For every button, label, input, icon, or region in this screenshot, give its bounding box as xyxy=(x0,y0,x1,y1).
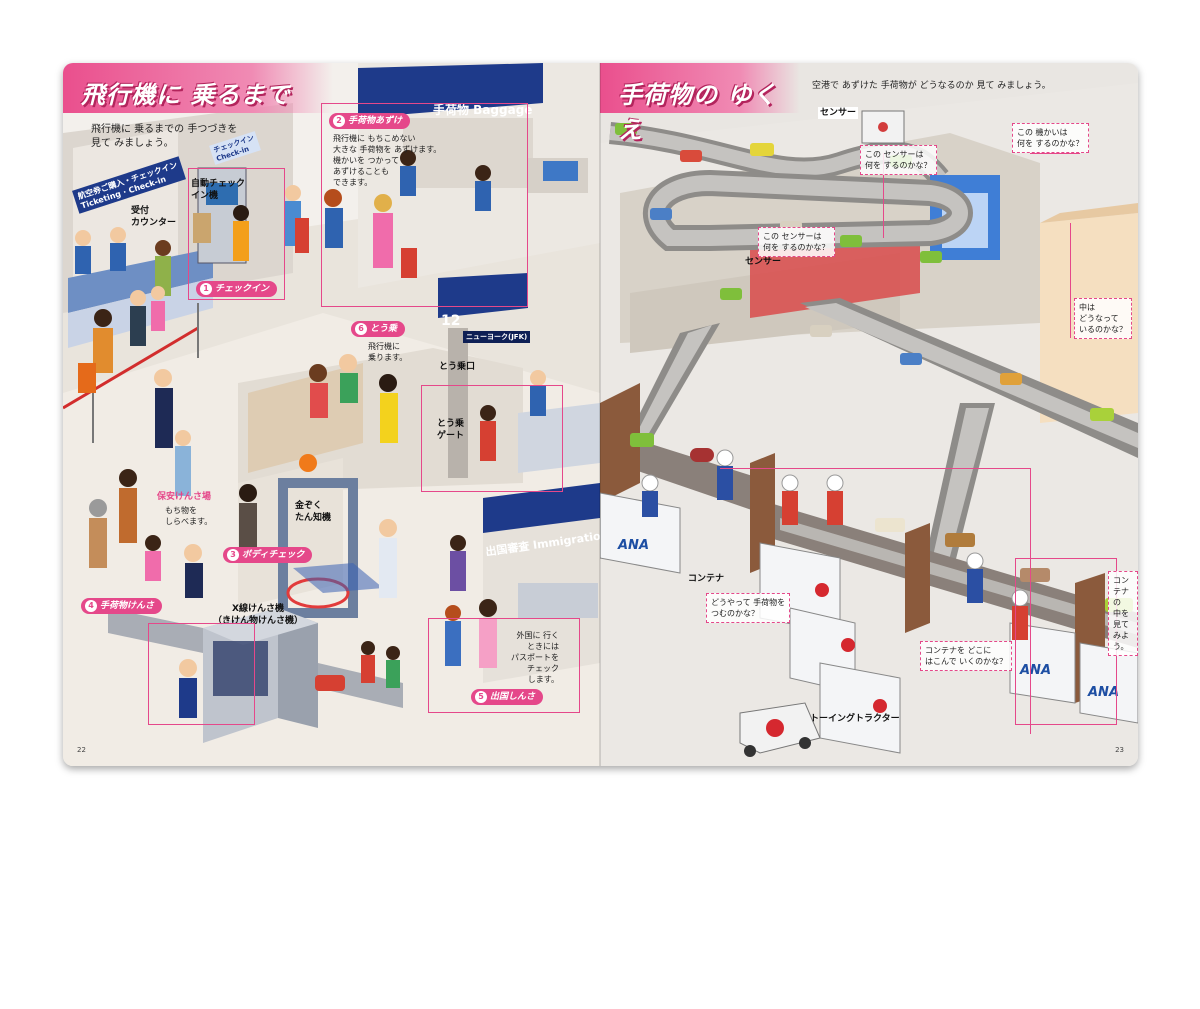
left-page-title: 飛行機に 乗るまで xyxy=(81,81,291,109)
container-shapes xyxy=(600,492,1138,754)
counter-label: 受付 カウンター xyxy=(131,206,177,228)
auto-checkin-label: 自動チェック イン機 xyxy=(191,179,246,201)
ana-logo-1: ANA xyxy=(618,538,650,553)
left-intro: 飛行機に 乗るまでの 手つづきを 見て みましょう。 xyxy=(91,124,238,149)
ana-logo-2: ANA xyxy=(1020,663,1052,678)
security-note: もち物を しらべます。 xyxy=(165,506,213,526)
gate-board: ニューヨーク(JFK) xyxy=(463,331,531,343)
container-look-frame xyxy=(1015,558,1117,725)
question-inside: 中は どうなって いるのかな？ xyxy=(1074,298,1132,339)
airport-terminal-illustration xyxy=(63,63,600,766)
xray-label: X線けんさ機 （きけん物けんさ機） xyxy=(213,604,304,626)
baggage-frame xyxy=(321,103,528,307)
left-page-number: 22 xyxy=(77,746,86,754)
immigration-desc: 外国に 行く ときには パスポートを チェック します。 xyxy=(511,631,559,684)
right-title-banner: 手荷物の ゆくえ xyxy=(600,63,800,144)
question-load: どうやって 手荷物を つむのかな？ xyxy=(706,593,791,623)
boarding-frame xyxy=(421,385,563,492)
gate-number: 12 xyxy=(441,313,461,329)
metal-detector-label: 金ぞく たん知機 xyxy=(295,501,332,523)
sensor-mid-label: センサー xyxy=(745,257,782,267)
question-machine: この 機かいは 何を するのかな？ xyxy=(1012,123,1089,153)
right-page: 手荷物の ゆくえ 空港で あずけた 手荷物が どうなるのか 見て みましょう。 … xyxy=(600,63,1138,766)
question-container-look: コンテナの 中を 見て みよう。 xyxy=(1108,571,1138,656)
sensor-top-label: センサー xyxy=(818,107,859,119)
left-title-banner: 飛行機に 乗るまで xyxy=(63,63,333,113)
tractor-callout-frame xyxy=(720,468,1031,734)
book-spread: 飛行機に 乗るまで 飛行機に 乗るまでの 手つづきを 見て みましょう。 手荷物… xyxy=(63,63,1138,766)
baggage-check-frame xyxy=(148,623,255,725)
baggage-sign: 手荷物 Baggage xyxy=(433,103,533,117)
question-container-where: コンテナを どこに はこんで いくのかな？ xyxy=(920,641,1013,671)
people-figures xyxy=(75,150,546,718)
right-page-number: 23 xyxy=(1115,746,1124,754)
question-sensor-1: この センサーは 何を するのかな？ xyxy=(860,145,937,175)
machine-callout-line xyxy=(1030,153,1080,154)
security-area-label: 保安けんさ場 xyxy=(157,492,212,502)
baggage-desc: 飛行機に もちこめない 大きな 手荷物を あずけます。 機かいを つかって あず… xyxy=(333,134,442,187)
right-intro: 空港で あずけた 手荷物が どうなるのか 見て みましょう。 xyxy=(812,81,1051,91)
ana-logo-3: ANA xyxy=(1088,685,1120,700)
book-gutter xyxy=(599,63,601,766)
boarding-desc: 飛行機に 乗ります。 xyxy=(368,342,408,362)
boarding-gate-entry-label: とう乗口 xyxy=(439,362,476,372)
worker-figures xyxy=(641,449,1029,640)
right-page-title: 手荷物の ゆくえ xyxy=(618,81,778,144)
immigration-frame xyxy=(428,618,580,713)
sensor-callout-line xyxy=(883,153,884,238)
question-sensor-2: この センサーは 何を するのかな？ xyxy=(758,227,835,257)
inside-callout-line xyxy=(1070,223,1071,338)
towing-tractor-label: トーイングトラクター xyxy=(810,714,900,724)
baggage-handling-illustration xyxy=(600,83,1138,766)
left-page: 飛行機に 乗るまで 飛行機に 乗るまでの 手つづきを 見て みましょう。 手荷物… xyxy=(63,63,600,766)
boarding-gate-label: とう乗 ゲート xyxy=(437,419,465,441)
container-label: コンテナ xyxy=(688,574,725,584)
checkin-frame xyxy=(188,168,285,300)
